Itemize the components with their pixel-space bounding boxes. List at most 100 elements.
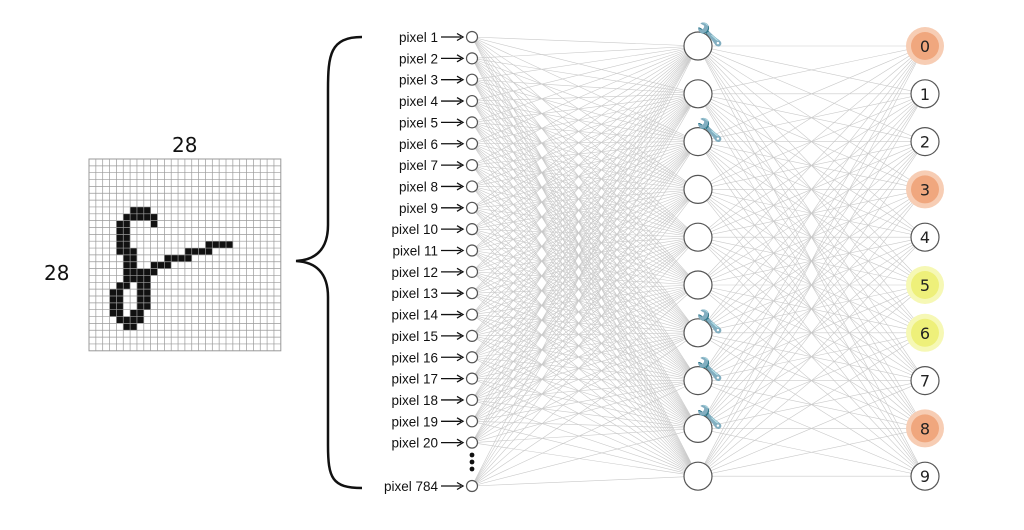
input-pixel-16-node — [465, 351, 479, 364]
grid-width-label: 28 — [172, 133, 198, 157]
output-node-6 — [911, 318, 939, 347]
ellipsis-dot — [469, 466, 475, 472]
input-pixel-14-node — [465, 308, 479, 321]
output-digit-label: 5 — [920, 276, 930, 295]
input-pixel-18-node — [465, 393, 479, 407]
ink-pixel — [130, 254, 137, 262]
ellipsis-dot — [469, 452, 475, 458]
ink-pixel — [143, 302, 151, 310]
input-pixel-7-label: pixel 7 — [399, 158, 438, 173]
ink-pixel — [136, 289, 144, 296]
ink-pixel — [116, 296, 124, 303]
ink-pixel — [116, 220, 124, 228]
ink-pixel — [136, 302, 144, 310]
input-pixel-12-label: pixel 12 — [391, 265, 438, 280]
hidden-node — [683, 174, 713, 204]
ink-pixel — [150, 213, 158, 221]
ink-pixel — [171, 254, 179, 262]
ink-pixel — [164, 254, 172, 262]
hidden-node — [683, 31, 713, 61]
input-pixel-12-node — [465, 265, 479, 278]
input-pixel-1-node — [465, 30, 479, 44]
ink-pixel — [136, 316, 144, 324]
ink-pixel — [123, 254, 131, 262]
output-digit-label: 7 — [920, 372, 930, 391]
ink-pixel — [123, 275, 131, 283]
ink-pixel — [116, 316, 124, 324]
hidden-layer: 🔧🔧🔧🔧🔧 — [683, 21, 724, 491]
wrench-icon: 🔧 — [696, 117, 723, 143]
output-digit-label: 6 — [920, 324, 930, 343]
hidden-node — [683, 79, 713, 109]
input-pixel-5-node — [465, 116, 479, 129]
ink-pixel — [116, 227, 124, 235]
input-pixel-13-node — [465, 287, 479, 300]
ink-pixel — [136, 275, 144, 283]
ink-pixel — [219, 241, 226, 249]
input-pixel-17-label: pixel 17 — [391, 372, 438, 387]
ink-pixel — [130, 248, 137, 255]
ink-pixel — [226, 241, 233, 249]
ink-pixel — [123, 213, 131, 221]
ink-pixel — [143, 206, 151, 214]
input-pixel-6-node — [465, 137, 479, 150]
input-pixel-784-node — [465, 479, 479, 493]
ink-pixel — [150, 220, 158, 228]
ink-pixel — [116, 309, 124, 317]
ink-pixel — [116, 234, 124, 242]
output-node-1 — [910, 79, 940, 109]
ink-pixel — [178, 254, 185, 262]
input-pixel-6-label: pixel 6 — [399, 137, 438, 152]
ink-pixel — [123, 227, 131, 235]
ink-pixel — [164, 261, 172, 269]
input-brace — [295, 35, 363, 490]
ink-pixel — [123, 268, 131, 276]
input-pixel-13-label: pixel 13 — [391, 286, 438, 301]
wrench-icon: 🔧 — [696, 356, 723, 382]
output-node-7 — [910, 366, 940, 396]
output-digit-label: 4 — [920, 228, 930, 247]
ink-pixel — [136, 296, 144, 303]
output-digit-label: 1 — [920, 85, 930, 104]
input-pixel-15-node — [465, 329, 479, 342]
ink-pixel — [143, 296, 151, 303]
input-pixel-14-label: pixel 14 — [391, 308, 438, 323]
ink-pixel — [184, 254, 192, 262]
ink-pixel — [123, 241, 131, 249]
input-pixel-8-label: pixel 8 — [399, 179, 438, 194]
input-pixel-2-node — [465, 52, 479, 65]
ink-pixel — [130, 275, 137, 283]
input-ellipsis-dots — [469, 452, 475, 472]
ink-pixel — [109, 289, 117, 296]
hidden-node — [683, 127, 713, 157]
ink-pixel — [150, 261, 158, 269]
ink-pixel — [116, 282, 124, 290]
ink-pixel — [130, 206, 137, 214]
output-node-9 — [910, 461, 940, 491]
ink-pixel — [109, 309, 117, 317]
hidden-node — [683, 461, 713, 491]
input-pixel-4-label: pixel 4 — [399, 94, 439, 109]
ink-pixel — [143, 268, 151, 276]
grid-height-label: 28 — [44, 261, 70, 285]
input-pixel-9-label: pixel 9 — [399, 201, 438, 216]
hidden-node — [683, 222, 713, 252]
ink-pixel — [109, 302, 117, 310]
input-pixel-18-label: pixel 18 — [391, 393, 438, 408]
ink-pixel — [143, 213, 151, 221]
mnist-digit-grid — [88, 158, 282, 352]
ink-pixel — [130, 268, 137, 276]
ink-pixel — [123, 323, 131, 331]
ink-pixel — [136, 206, 144, 214]
input-pixel-20-node — [465, 436, 479, 449]
ink-pixel — [123, 282, 131, 290]
output-digit-label: 9 — [920, 467, 930, 486]
ink-pixel — [130, 323, 137, 331]
ink-pixel — [143, 275, 151, 283]
input-pixel-16-label: pixel 16 — [391, 350, 438, 365]
ink-pixel — [123, 316, 131, 324]
ink-pixel — [205, 241, 213, 249]
output-node-5 — [911, 271, 939, 299]
